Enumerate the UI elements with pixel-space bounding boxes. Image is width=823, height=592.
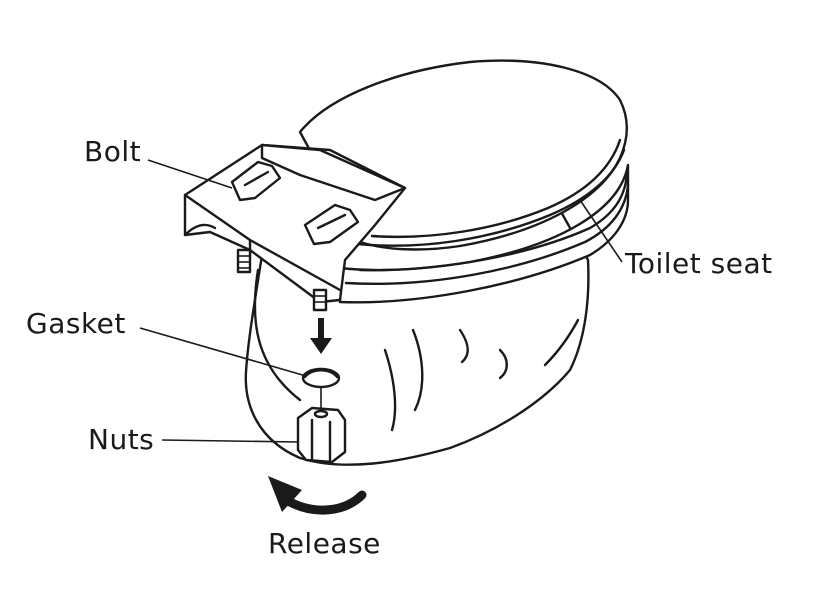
gasket-part bbox=[301, 367, 341, 408]
release-label: Release bbox=[268, 527, 381, 560]
nuts-leader-line bbox=[161, 439, 299, 443]
toilet-seat-label: Toilet seat bbox=[625, 247, 773, 280]
bolt-label: Bolt bbox=[84, 135, 142, 168]
bowl-contour bbox=[253, 268, 302, 402]
toilet-seat-leader-line bbox=[579, 199, 623, 263]
hinge-cover bbox=[260, 143, 407, 202]
lid-edge bbox=[356, 148, 626, 247]
nuts-label: Nuts bbox=[88, 423, 155, 456]
bowl-contour bbox=[543, 318, 580, 367]
nut-part bbox=[296, 406, 347, 464]
bolt-thread-right bbox=[312, 288, 328, 312]
bolt-cap-left-edge bbox=[243, 170, 270, 187]
counterclockwise-arrow-icon bbox=[268, 476, 367, 515]
lid-edge bbox=[370, 138, 622, 239]
bowl-contour bbox=[383, 348, 397, 432]
down-arrow-icon bbox=[310, 318, 332, 354]
bolt-leader-line bbox=[147, 159, 233, 189]
bowl-contour bbox=[411, 328, 424, 412]
bowl-contour bbox=[498, 348, 508, 380]
seat-rim-line bbox=[344, 183, 630, 286]
gasket-label: Gasket bbox=[26, 307, 126, 340]
hinge-plate-edge bbox=[183, 223, 217, 237]
bowl-contour bbox=[458, 328, 469, 364]
bolt-cap-right-edge bbox=[316, 213, 347, 230]
seat-rim-line bbox=[358, 170, 629, 272]
gasket-leader-line bbox=[139, 327, 307, 377]
